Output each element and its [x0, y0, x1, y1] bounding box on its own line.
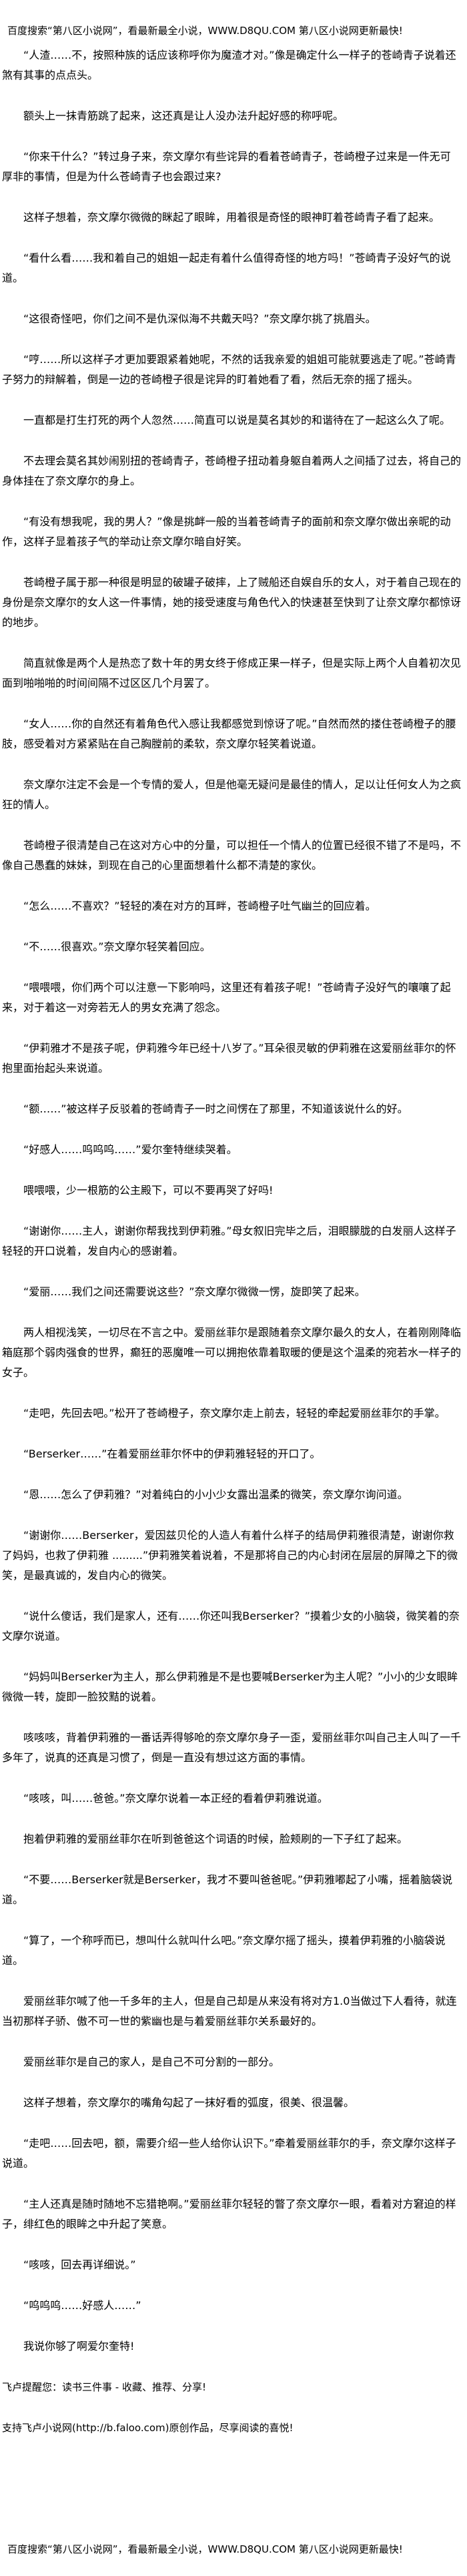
paragraph: “Berserker……”在着爱丽丝菲尔怀中的伊莉雅轻轻的开口了。 [23, 1447, 321, 1460]
paragraph: “走吧，先回去吧。”松开了苍崎橙子，奈文摩尔走上前去，轻轻的牵起爱丽丝菲尔的手掌… [23, 1407, 446, 1419]
paragraph: 爱丽丝菲尔是自己的家人，是自己不可分割的一部分。 [23, 2055, 280, 2068]
paragraph: 爱丽丝菲尔喊了他一千多年的主人，但是自己却是从来没有将对方1.0当做过下人看待，… [2, 1995, 457, 2027]
faloo-reminder: 飞卢提醒您：读书三件事 - 收藏、推荐、分享! [2, 2381, 206, 2393]
faloo-support-note: 支持飞卢小说网(http://b.faloo.com)原创作品，尽享阅读的喜悦! [2, 2422, 294, 2434]
paragraph: “算了，一个称呼而已，想叫什么就叫什么吧。”奈文摩尔摇了摇头，摸着伊莉雅的小脑袋… [2, 1934, 446, 1967]
paragraph: 苍崎橙子属于那一种很是明显的破罐子破摔，上了贼船还自娱自乐的女人，对于着自己现在… [2, 576, 462, 629]
paragraph: 抱着伊莉雅的爱丽丝菲尔在听到爸爸这个词语的时候，脸颊刷的一下子红了起来。 [23, 1833, 408, 1845]
paragraph: “看什么看……我和着自己的姐姐一起走有着什么值得奇怪的地方吗！”苍崎青子没好气的… [2, 252, 451, 284]
paragraph: “谢谢你……主人，谢谢你帮我找到伊莉雅。”母女叙旧完毕之后，泪眼朦胧的白发丽人这… [2, 1225, 456, 1257]
paragraph: 不去理会莫名其妙闹别扭的苍崎青子，苍崎橙子扭动着身躯自着两人之间插了过去，将自己… [2, 454, 462, 487]
paragraph: “有没有想我呢，我的男人？”像是挑衅一般的当着苍崎青子的面前和奈文摩尔做出亲昵的… [2, 515, 451, 548]
paragraph: “咳咳，叫……爸爸。”奈文摩尔说着一本正经的看着伊莉雅说道。 [23, 1792, 328, 1805]
paragraph: 两人相视浅笑，一切尽在不言之中。爱丽丝菲尔是跟随着奈文摩尔最久的女人，在着刚刚降… [2, 1326, 462, 1379]
paragraph: “谢谢你……Berserker，爱因兹贝伦的人造人有着什么样子的结局伊莉雅很清楚… [2, 1529, 458, 1582]
paragraph: “走吧……回去吧，额，需要介绍一些人给你认识下。”牵着爱丽丝菲尔的手，奈文摩尔这… [2, 2137, 456, 2170]
paragraph: “你来干什么？”转过身子来，奈文摩尔有些诧异的看着苍崎青子，苍崎橙子过来是一件无… [2, 150, 451, 183]
paragraph: “妈妈叫Berserker为主人，那么伊莉雅是不是也要喊Berserker为主人… [2, 1670, 458, 1703]
paragraph: 咳咳咳，背着伊莉雅的一番话弄得够呛的奈文摩尔身子一歪，爱丽丝菲尔叫自己主人叫了一… [2, 1731, 462, 1764]
chapter-body: “人渣……不，按照种族的话应该称呼你为魔渣才对。”像是确定什么一样子的苍崎青子说… [2, 45, 461, 2459]
paragraph: “喂喂喂，你们两个可以注意一下影响吗，这里还有着孩子呢！”苍崎青子没好气的嚷嚷了… [2, 981, 451, 1014]
paragraph: “咳咳，回去再详细说。” [23, 2258, 136, 2271]
paragraph: 简直就像是两个人是热恋了数十年的男女终于修成正果一样子，但是实际上两个人自着初次… [2, 657, 462, 689]
paragraph: 喂喂喂，少一根筋的公主殿下，可以不要再哭了好吗! [23, 1184, 274, 1197]
paragraph: 苍崎橙子很清楚自己在这对方心中的分量，可以担任一个情人的位置已经很不错了不是吗，… [2, 839, 462, 872]
paragraph: 这样子想着，奈文摩尔的嘴角勾起了一抹好看的弧度，很美、很温馨。 [23, 2096, 355, 2109]
paragraph: “伊莉雅才不是孩子呢，伊莉雅今年已经十八岁了。”耳朵很灵敏的伊莉雅在这爱丽丝菲尔… [2, 1042, 456, 1074]
site-banner-bottom: 百度搜索“第八区小说网”，看最新最全小说，WWW.D8QU.COM 第八区小说网… [7, 2543, 403, 2555]
site-banner-top: 百度搜索“第八区小说网”，看最新最全小说，WWW.D8QU.COM 第八区小说网… [7, 25, 403, 37]
paragraph: “不要……Berserker就是Berserker，我才不要叫爸爸呢。”伊莉雅嘟… [2, 1873, 453, 1906]
paragraph: 这样子想着，奈文摩尔微微的眯起了眼眸，用着很是奇怪的眼神盯着苍崎青子看了起来。 [23, 211, 440, 224]
paragraph: “额……”被这样子反驳着的苍崎青子一时之间愣在了那里，不知道该说什么的好。 [23, 1102, 408, 1115]
paragraph: “这很奇怪吧，你们之间不是仇深似海不共戴天吗？”奈文摩尔挑了挑眉头。 [23, 312, 376, 325]
paragraph: “恩……怎么了伊莉雅？”对着纯白的小小少女露出温柔的微笑，奈文摩尔询问道。 [23, 1488, 408, 1501]
paragraph: “女人……你的自然还有着角色代入感让我都感觉到惊讶了呢。”自然而然的搂住苍崎橙子… [2, 717, 456, 750]
paragraph: “人渣……不，按照种族的话应该称呼你为魔渣才对。”像是确定什么一样子的苍崎青子说… [2, 49, 456, 81]
paragraph: “怎么……不喜欢？”轻轻的凑在对方的耳畔，苍崎橙子吐气幽兰的回应着。 [23, 900, 376, 912]
paragraph: “不……很喜欢。”奈文摩尔轻笑着回应。 [23, 940, 211, 953]
paragraph: 奈文摩尔注定不会是一个专情的爱人，但是他毫无疑问是最佳的情人，足以让任何女人为之… [2, 778, 462, 811]
paragraph: 一直都是打生打死的两个人忽然……简直可以说是莫名其妙的和谐待在了一起这么久了呢。 [23, 414, 451, 426]
paragraph-list: “人渣……不，按照种族的话应该称呼你为魔渣才对。”像是确定什么一样子的苍崎青子说… [2, 45, 461, 2356]
paragraph: “说什么傻话，我们是家人，还有……你还叫我Berserker？”摸着少女的小脑袋… [2, 1610, 460, 1642]
paragraph: “哼……所以这样子才更加要跟紧着她呢，不然的话我亲爱的姐姐可能就要逃走了呢。”苍… [2, 353, 456, 386]
paragraph: “好感人……呜呜呜……”爱尔奎特继续哭着。 [23, 1143, 238, 1156]
paragraph: “爱丽……我们之间还需要说这些？”奈文摩尔微微一愣，旋即笑了起来。 [23, 1285, 366, 1298]
paragraph: “呜呜呜……好感人……” [23, 2299, 141, 2312]
paragraph: “主人还真是随时随地不忘猎艳啊。”爱丽丝菲尔轻轻的瞥了奈文摩尔一眼，看着对方窘迫… [2, 2198, 456, 2230]
paragraph: 我说你够了啊爱尔奎特! [23, 2340, 135, 2352]
paragraph: 额头上一抹青筋跳了起来，这还真是让人没办法升起好感的称呼呢。 [23, 109, 344, 122]
